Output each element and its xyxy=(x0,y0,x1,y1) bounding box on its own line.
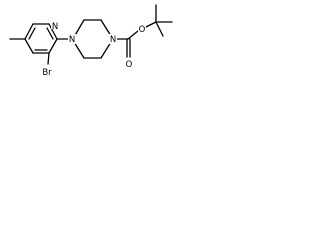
double-bond-c5-c6 xyxy=(28,27,36,40)
pyridine-ring xyxy=(24,23,58,54)
piperazine-ring xyxy=(73,19,112,59)
bond-c4-c5 xyxy=(24,38,34,54)
ring-nitrogen-mask xyxy=(51,20,58,29)
bond-pz-bottom-n1 xyxy=(73,41,85,59)
bond-pz-top-n4 xyxy=(100,19,112,37)
bond-c3-br xyxy=(47,52,50,65)
piperazine-n4-mask xyxy=(109,34,117,44)
bond-c5-c6 xyxy=(24,23,34,40)
bond-n-c2 xyxy=(48,23,58,40)
ester-oxygen-mask xyxy=(138,24,146,34)
bond-pz-n4-bottom xyxy=(100,41,112,59)
bond-carbonyl-ester-o xyxy=(127,30,139,40)
bond-ester-o-tbu xyxy=(145,21,157,28)
bond-c2-c3 xyxy=(48,38,58,54)
piperazine-n4-label: N xyxy=(110,35,116,45)
molecule-structure: N Br N N O O xyxy=(9,4,173,78)
ring-nitrogen-label: N xyxy=(52,22,58,32)
bromine-label: Br xyxy=(42,68,52,78)
ester-oxygen-label: O xyxy=(139,25,146,35)
carbonyl-oxygen-label: O xyxy=(126,60,133,70)
bond-tbu-down xyxy=(155,21,164,37)
piperazine-n1-mask xyxy=(68,34,76,44)
tert-butyl-group xyxy=(155,4,173,37)
piperazine-n1-label: N xyxy=(69,35,75,45)
double-bond-n-c2 xyxy=(46,27,54,40)
